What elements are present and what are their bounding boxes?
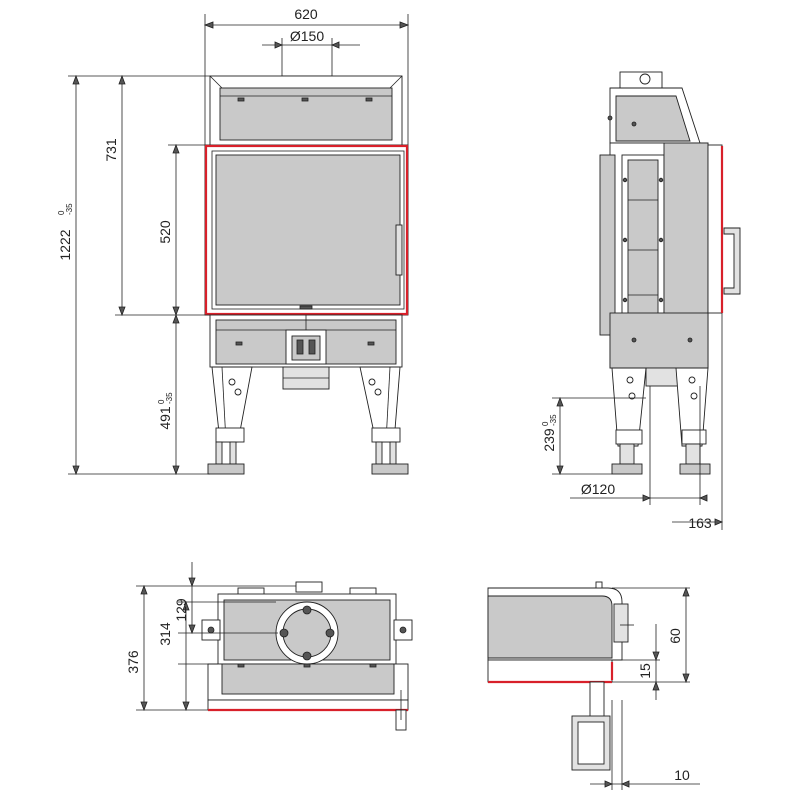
top-depth-mid-label: 314 <box>157 622 173 646</box>
front-door-handle <box>395 224 403 276</box>
side-leg-height-tol-lower: -35 <box>549 414 558 426</box>
detail-frame-label: 15 <box>637 663 653 679</box>
side-air-inlet-label: Ø120 <box>581 481 615 497</box>
top-view: 376 314 129 <box>125 562 413 731</box>
side-view: 239 0 -35 Ø120 163 <box>541 71 741 531</box>
front-total-height-tol-upper: 0 <box>57 210 66 215</box>
side-leg-left <box>611 367 647 475</box>
side-door-handle <box>723 227 741 295</box>
side-door <box>707 144 723 314</box>
front-leg-height-tol-upper: 0 <box>157 399 166 404</box>
front-leg-right <box>359 366 409 475</box>
front-leg-height-label: 491 <box>157 406 173 430</box>
front-view: 620 Ø150 <box>57 6 410 476</box>
front-width-label: 620 <box>294 6 318 22</box>
top-depth-flue-label: 129 <box>173 598 189 622</box>
front-total-height-tol-lower: -35 <box>65 203 74 215</box>
front-leg-left <box>207 366 253 475</box>
front-flue-label: Ø150 <box>290 28 324 44</box>
detail-view: 60 15 10 <box>487 581 700 790</box>
side-depth-label: 163 <box>688 515 712 531</box>
detail-offset-label: 10 <box>674 767 690 783</box>
top-depth-total-label: 376 <box>125 650 141 674</box>
detail-height-label: 60 <box>667 628 683 644</box>
side-leg-height-tol-upper: 0 <box>541 421 550 426</box>
front-door-glass <box>215 154 401 306</box>
side-leg-height-label: 239 <box>541 428 557 452</box>
front-leg-height-tol-lower: -35 <box>165 392 174 404</box>
front-total-height-label: 1222 <box>57 229 73 260</box>
front-door-red-outline <box>204 144 409 316</box>
side-leg-right <box>675 367 711 475</box>
front-top-height-label: 731 <box>103 138 119 162</box>
front-door-height-label: 520 <box>157 220 173 244</box>
